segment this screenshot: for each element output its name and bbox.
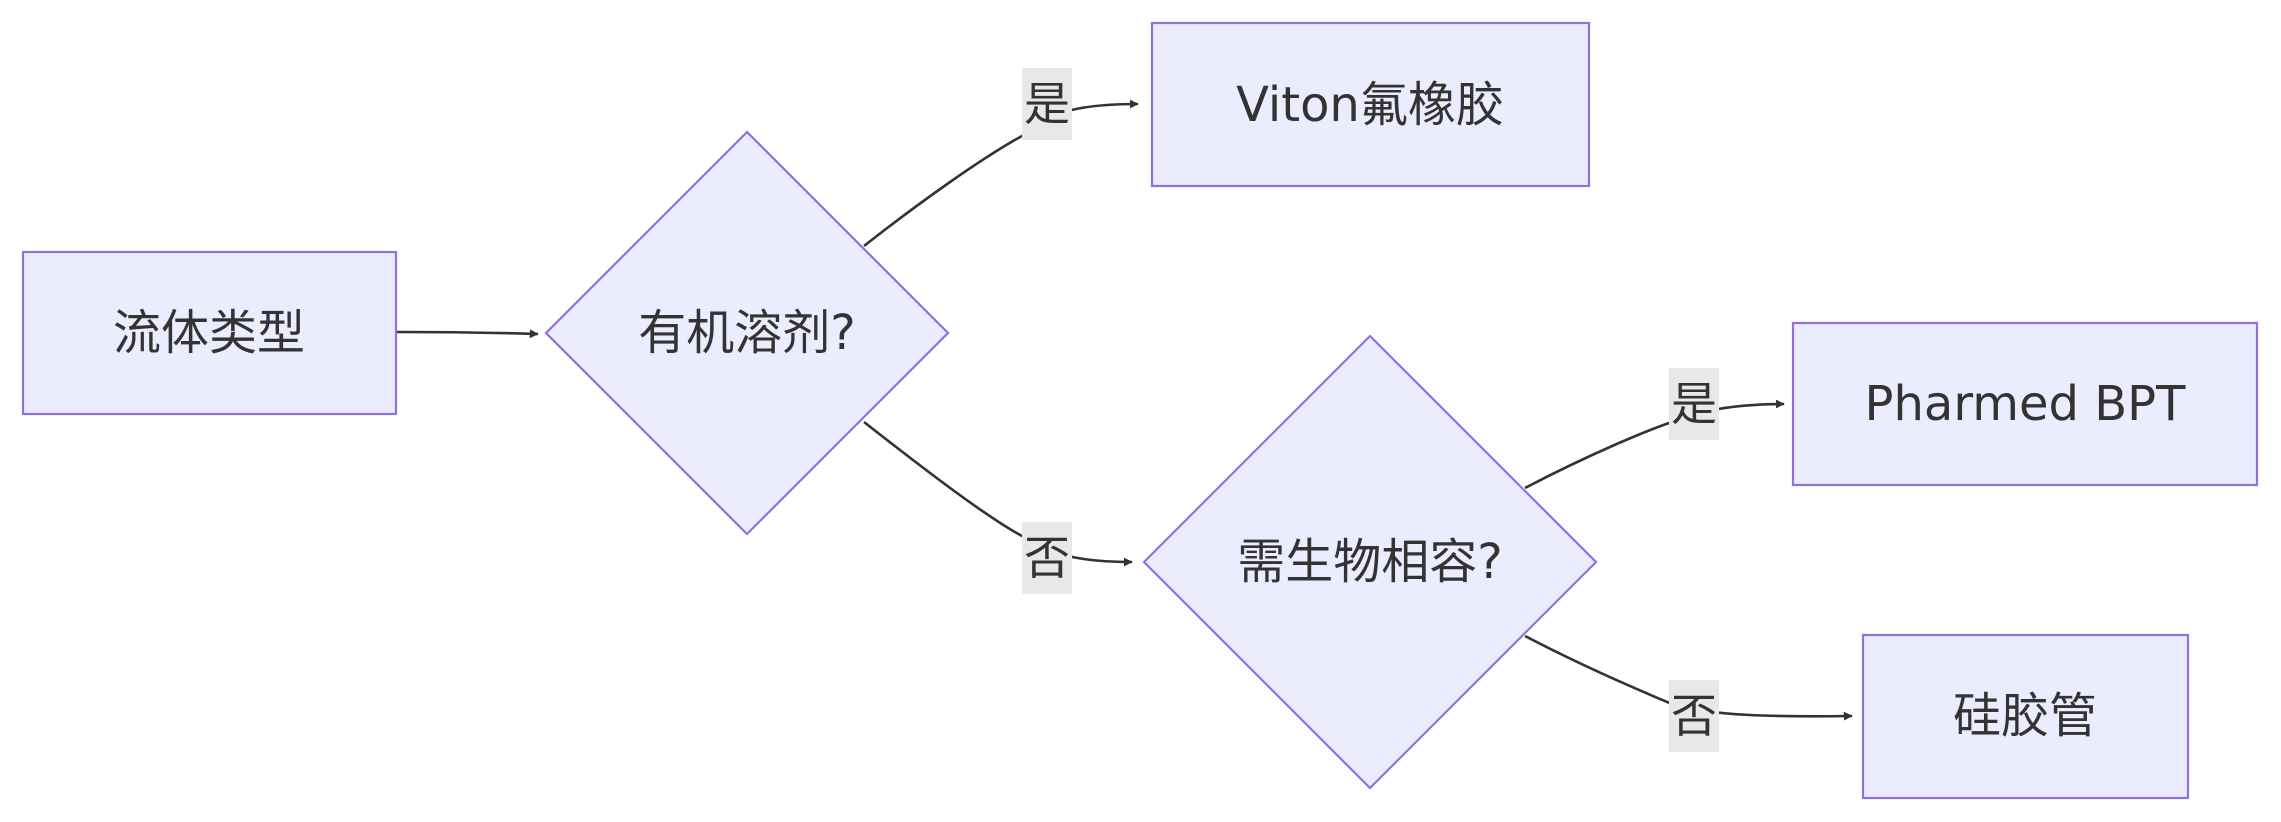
node-pharmed-bpt[interactable]: Pharmed BPT	[1791, 321, 2259, 487]
svg-text:否: 否	[1671, 689, 1717, 743]
edge-label-yes-1: 是	[1022, 68, 1072, 140]
nodes: 流体类型 有机溶剂? Viton氟橡胶 需生物相容? Pharmed BPT 硅…	[21, 21, 2259, 800]
edge-labels: 是 否 是 否	[1022, 68, 1719, 752]
svg-text:是: 是	[1671, 377, 1717, 431]
edge-solvent-to-viton	[863, 99, 1139, 248]
node-silicone-tubing[interactable]: 硅胶管	[1861, 633, 2190, 800]
svg-text:流体类型: 流体类型	[113, 305, 305, 361]
svg-text:否: 否	[1024, 531, 1070, 585]
svg-text:需生物相容?: 需生物相容?	[1237, 534, 1502, 590]
edge-label-yes-2: 是	[1669, 368, 1719, 440]
edge-label-no-2: 否	[1669, 680, 1719, 752]
node-fluid-type[interactable]: 流体类型	[21, 250, 398, 416]
edge-biocompatible-to-pharmed	[1524, 399, 1785, 490]
node-organic-solvent-decision[interactable]: 有机溶剂?	[544, 130, 950, 536]
svg-text:硅胶管: 硅胶管	[1953, 688, 2097, 744]
svg-text:是: 是	[1024, 77, 1070, 131]
node-biocompatible-decision[interactable]: 需生物相容?	[1142, 334, 1598, 790]
edge-fluid-to-solvent	[395, 329, 539, 339]
svg-text:有机溶剂?: 有机溶剂?	[638, 305, 855, 361]
svg-text:Pharmed BPT: Pharmed BPT	[1865, 376, 2187, 432]
edges	[395, 99, 1853, 721]
svg-text:Viton氟橡胶: Viton氟橡胶	[1236, 77, 1504, 133]
edge-label-no-1: 否	[1022, 522, 1072, 594]
node-viton[interactable]: Viton氟橡胶	[1150, 21, 1591, 188]
edge-solvent-to-biocompatible	[863, 420, 1133, 567]
